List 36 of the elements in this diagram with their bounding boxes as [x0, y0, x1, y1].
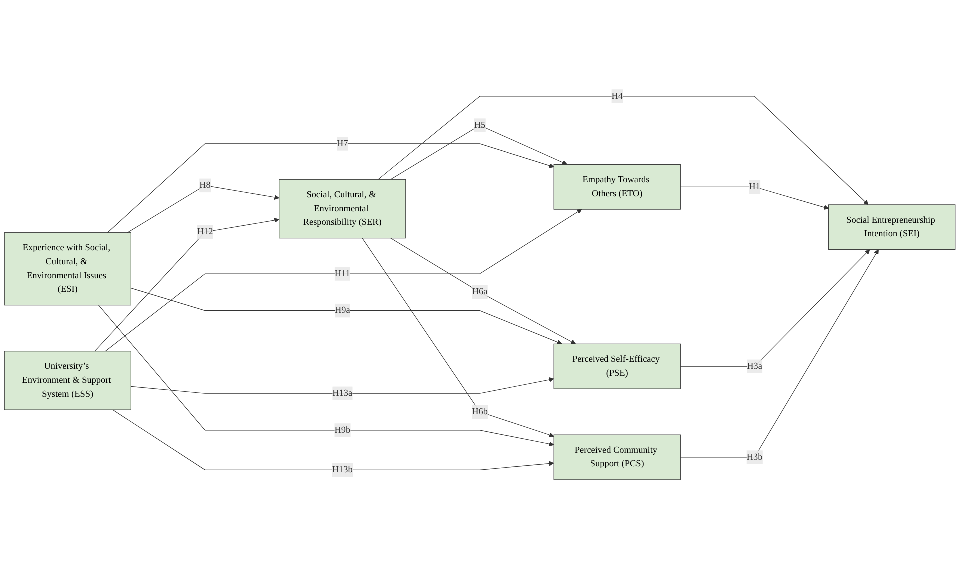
edge-label: H7: [337, 138, 348, 148]
node-box: Empathy Towards Others (ETO): [554, 164, 681, 210]
arrow: [94, 218, 280, 352]
arrow: [680, 249, 879, 458]
arrow: [98, 304, 554, 446]
edge-label: H8: [200, 180, 211, 190]
node-box: University’s Environment & Support System (ESS): [4, 350, 132, 410]
arrow: [130, 288, 562, 345]
edge-label: H13b: [332, 464, 353, 474]
edge-label: H3a: [747, 361, 762, 371]
arrow: [680, 249, 870, 367]
edge-label: H11: [334, 268, 350, 278]
edge-label: H13a: [332, 388, 353, 398]
arrow: [680, 186, 830, 210]
node-box: Perceived Self-Efficacy (PSE): [554, 344, 681, 390]
node-box: Perceived Community Support (PCS): [554, 434, 681, 480]
edge-label: H6b: [472, 406, 488, 416]
node-box: Experience with Social, Cultural, & Environmental Issues (ESI): [4, 232, 132, 306]
node-box: Social, Cultural, & Environmental Responsibility (SER): [279, 179, 406, 238]
arrow: [378, 96, 869, 205]
edge-label: H3b: [746, 452, 763, 462]
node-box: Social Entrepreneurship Intention (SEI): [828, 204, 956, 250]
edge-label: H1: [749, 182, 760, 192]
arrow: [105, 209, 582, 352]
edge-label: H9b: [334, 425, 351, 435]
arrow: [112, 409, 554, 470]
arrow: [390, 238, 576, 344]
edge-label: H6a: [472, 286, 488, 297]
edge-label: H4: [612, 91, 623, 101]
edge-label: H5: [474, 120, 486, 130]
arrow: [130, 377, 554, 394]
arrow: [127, 185, 280, 233]
arrow: [107, 143, 554, 233]
edge-label: H12: [197, 226, 214, 237]
arrow: [362, 238, 554, 438]
edge-label: H9a: [334, 305, 350, 316]
